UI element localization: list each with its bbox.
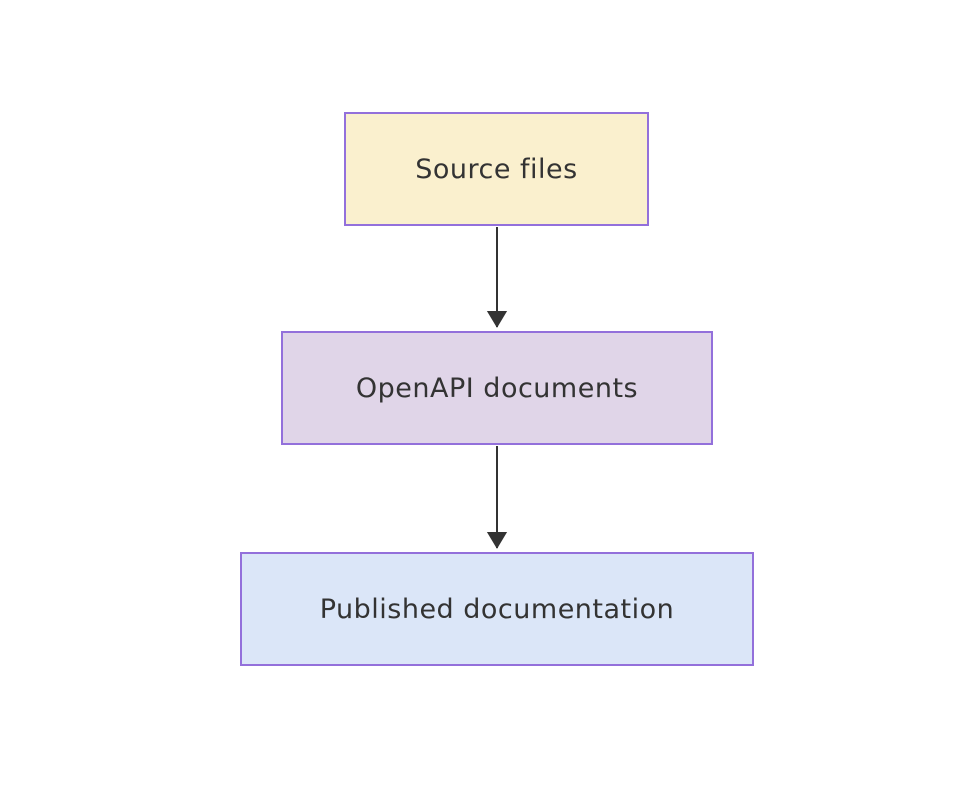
node-published-documentation-label: Published documentation: [319, 593, 675, 625]
node-source-files: Source files: [344, 112, 649, 226]
node-published-documentation: Published documentation: [240, 552, 754, 666]
node-source-files-label: Source files: [415, 153, 578, 185]
node-openapi-documents: OpenAPI documents: [281, 331, 713, 445]
node-openapi-documents-label: OpenAPI documents: [355, 372, 639, 404]
